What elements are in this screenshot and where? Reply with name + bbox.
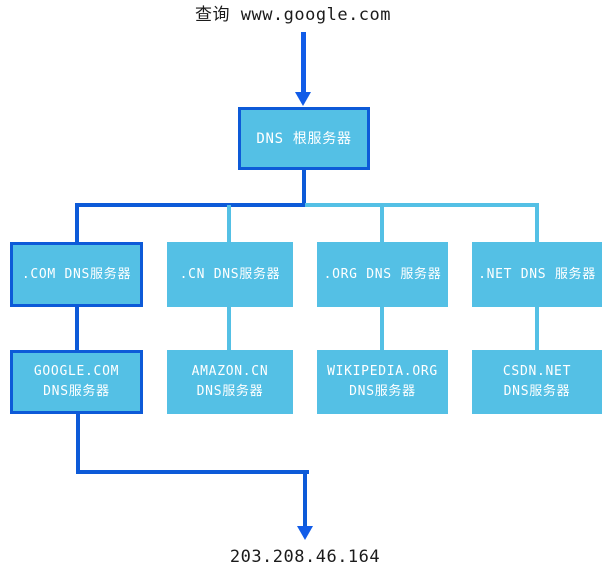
node-auth-wikipedia: WIKIPEDIA.ORG DNS服务器 [317, 350, 448, 414]
query-arrow-down-icon [295, 92, 311, 106]
node-tld-cn: .CN DNS服务器 [167, 242, 293, 307]
connector-root-stub [302, 168, 306, 205]
node-auth-google-line2: DNS服务器 [43, 384, 110, 399]
node-dns-root: DNS 根服务器 [238, 107, 370, 170]
result-path-horizontal [76, 470, 309, 474]
connector-trunk-left [75, 203, 305, 207]
node-auth-amazon-line1: AMAZON.CN [191, 364, 269, 379]
connector-drop-com [75, 203, 79, 244]
connector-drop-net [535, 203, 539, 245]
node-auth-google: GOOGLE.COM DNS服务器 [10, 350, 143, 414]
connector-org-wikipedia [380, 305, 384, 351]
node-tld-net: .NET DNS 服务器 [472, 242, 602, 307]
query-label: 查询 www.google.com [194, 5, 392, 25]
node-tld-net-label: .NET DNS 服务器 [478, 266, 596, 282]
node-auth-google-line1: GOOGLE.COM [33, 364, 120, 379]
connector-cn-amazon [227, 305, 231, 351]
node-tld-org: .ORG DNS 服务器 [317, 242, 448, 307]
node-tld-org-label: .ORG DNS 服务器 [323, 266, 442, 282]
result-ip-label: 203.208.46.164 [229, 547, 381, 567]
node-auth-amazon-line2: DNS服务器 [196, 384, 264, 399]
connector-drop-org [380, 205, 384, 245]
node-auth-wikipedia-line2: DNS服务器 [349, 384, 416, 399]
connector-drop-cn [227, 205, 231, 245]
node-auth-csdn: CSDN.NET DNS服务器 [472, 350, 602, 414]
result-path-vertical-2 [303, 470, 307, 527]
result-path-vertical-1 [76, 414, 80, 474]
node-dns-root-label: DNS 根服务器 [256, 130, 352, 147]
node-auth-csdn-line2: DNS服务器 [503, 384, 571, 399]
node-tld-com-label: .COM DNS服务器 [21, 266, 132, 282]
connector-trunk-right [305, 203, 539, 207]
result-arrow-down-icon [297, 526, 313, 540]
query-arrow-stem [301, 32, 306, 93]
connector-net-csdn [535, 305, 539, 351]
node-tld-cn-label: .CN DNS服务器 [179, 266, 281, 282]
node-auth-amazon: AMAZON.CN DNS服务器 [167, 350, 293, 414]
connector-com-google [75, 305, 79, 351]
node-tld-com: .COM DNS服务器 [10, 242, 143, 307]
node-auth-csdn-line1: CSDN.NET [502, 364, 572, 379]
node-auth-wikipedia-line1: WIKIPEDIA.ORG [327, 364, 438, 379]
